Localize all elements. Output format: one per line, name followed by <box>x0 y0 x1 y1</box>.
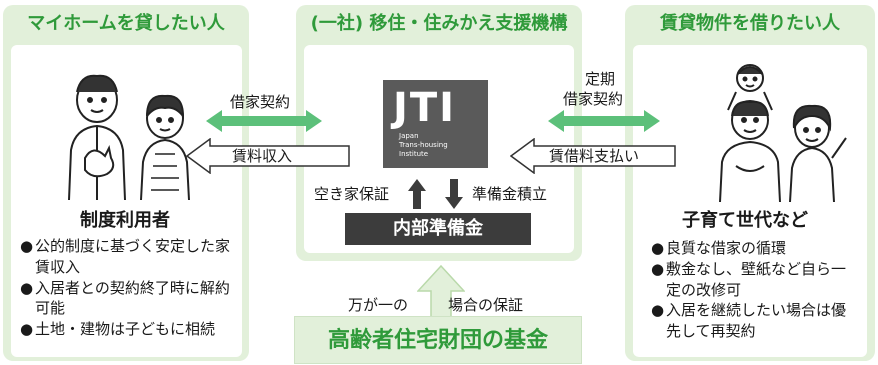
owner-benefit-item: 土地・建物は子どもに相続 <box>20 319 235 340</box>
jti-logo-subtext: Japan Trans-housing Institute <box>399 132 448 158</box>
fixed-term-lease-double-arrow-icon <box>548 110 660 132</box>
jti-panel-title: (一社) 移住・住みかえ支援機構 <box>310 13 568 34</box>
owner-benefit-item: 公的制度に基づく安定した家賃収入 <box>20 236 235 278</box>
rent-income-arrow-icon <box>186 138 350 174</box>
rent-income-label: 賃料収入 <box>232 147 293 165</box>
tenant-panel-title: 賃貸物件を借りたい人 <box>660 13 840 34</box>
owner-panel-title: マイホームを貸したい人 <box>27 13 225 34</box>
tenant-benefits-list: 良質な借家の循環 敷金なし、壁紙など自ら一定の改修可 入居を継続したい場合は優先… <box>651 238 856 342</box>
reserve-accumulation-label: 準備金積立 <box>472 185 548 203</box>
lease-contract-label: 借家契約 <box>230 93 291 111</box>
tenant-heading: 子育て世代など <box>682 210 808 231</box>
fixed-term-label: 定期 <box>585 70 616 88</box>
lease-contract-double-arrow-icon <box>206 110 322 132</box>
emergency-label: 万が一の <box>348 296 409 314</box>
young-family-illustration <box>719 64 847 203</box>
guarantee-case-label: 場合の保証 <box>448 296 524 314</box>
tenant-benefit-item: 良質な借家の循環 <box>651 238 856 259</box>
rent-payment-label: 賃借料支払い <box>549 147 640 165</box>
elderly-housing-foundation-fund: 高齢者住宅財団の基金 <box>294 316 582 364</box>
jti-logo: JTI Japan Trans-housing Institute <box>383 80 488 168</box>
reserve-down-arrow-icon <box>445 179 463 209</box>
vacancy-guarantee-label: 空き家保証 <box>314 185 390 203</box>
owner-benefits-list: 公的制度に基づく安定した家賃収入 入居者との契約終了時に解約可能 土地・建物は子… <box>20 236 235 340</box>
internal-reserve-bar: 内部準備金 <box>345 213 531 245</box>
tenant-benefit-item: 入居を継続したい場合は優先して再契約 <box>651 300 856 342</box>
owner-couple-illustration <box>68 74 190 201</box>
jti-logo-text: JTI <box>393 85 457 131</box>
tenant-benefit-item: 敷金なし、壁紙など自ら一定の改修可 <box>651 259 856 301</box>
fixed-term-lease-label: 借家契約 <box>563 90 624 108</box>
owner-benefit-item: 入居者との契約終了時に解約可能 <box>20 278 235 320</box>
owner-heading: 制度利用者 <box>80 210 170 231</box>
rent-payment-arrow-icon <box>510 138 676 174</box>
guarantee-up-arrow-icon <box>408 179 426 209</box>
